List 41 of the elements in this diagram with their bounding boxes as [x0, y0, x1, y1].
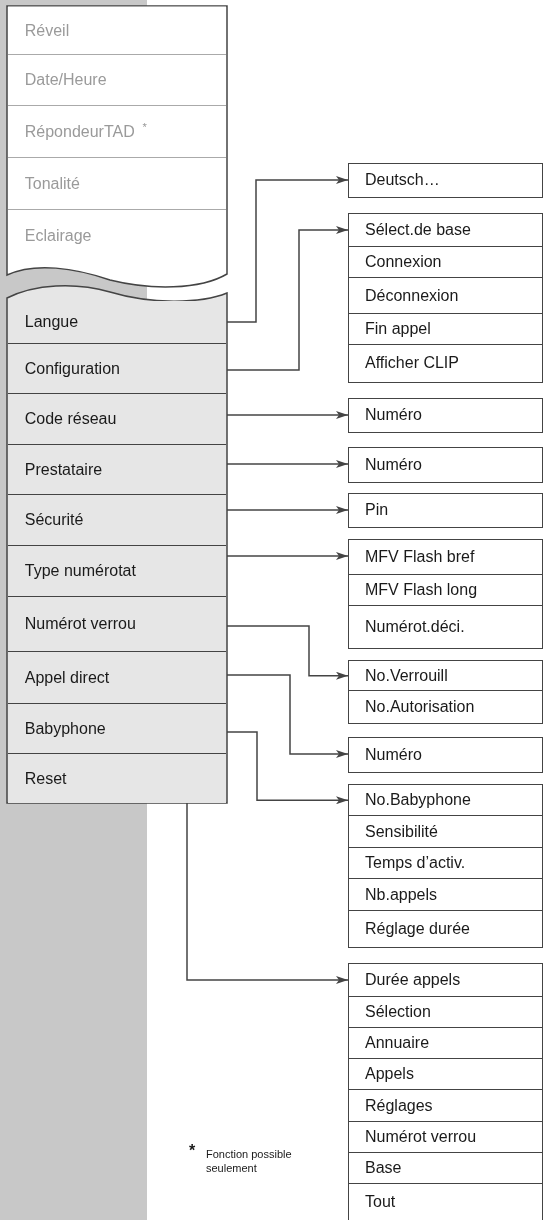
submenu-item: Durée appels	[348, 963, 543, 998]
submenu-item: Tout	[348, 1183, 543, 1220]
submenu-item: Connexion	[348, 246, 543, 279]
arrow	[226, 460, 349, 468]
footnote-mark: *	[189, 1141, 197, 1161]
submenu-item: MFV Flash long	[348, 574, 543, 607]
submenu-item: Réglages	[348, 1089, 543, 1123]
submenu-item: Base	[348, 1152, 543, 1185]
arrow	[186, 802, 349, 984]
menu-item: Reset	[7, 753, 227, 803]
footnote-text: Fonction possible seulement	[206, 1147, 293, 1176]
submenu-item: Sélection	[348, 996, 543, 1029]
submenu-item: Sensibilité	[348, 815, 543, 849]
submenu-item: Déconnexion	[348, 277, 543, 315]
submenu-item: Réglage durée	[348, 910, 543, 948]
submenu-item: Sélect.de base	[348, 213, 543, 248]
submenu-item: No.Verrouill	[348, 660, 543, 692]
submenu-item: Deutsch…	[348, 163, 543, 198]
arrow	[226, 411, 349, 419]
arrow	[226, 674, 349, 758]
submenu-item: MFV Flash bref	[348, 539, 543, 576]
arrow	[226, 176, 349, 323]
submenu-item: Temps d’activ.	[348, 847, 543, 880]
arrow	[226, 506, 349, 514]
arrow	[226, 552, 349, 560]
submenu-item: Fin appel	[348, 313, 543, 346]
submenu-item: Numérot verrou	[348, 1121, 543, 1154]
submenu-item: Appels	[348, 1058, 543, 1091]
submenu-item: No.Babyphone	[348, 784, 543, 817]
submenu-item: Numéro	[348, 447, 543, 483]
arrow	[226, 625, 349, 680]
submenu-item: Afficher CLIP	[348, 344, 543, 383]
submenu-item: Numéro	[348, 737, 543, 773]
submenu-item: Nb.appels	[348, 878, 543, 912]
submenu-item: Annuaire	[348, 1027, 543, 1060]
submenu-item: Numérot.déci.	[348, 605, 543, 649]
submenu-item: Pin	[348, 493, 543, 528]
submenu-item: Numéro	[348, 398, 543, 433]
arrow	[226, 226, 349, 371]
arrow	[226, 731, 349, 805]
submenu-item: No.Autorisation	[348, 690, 543, 724]
